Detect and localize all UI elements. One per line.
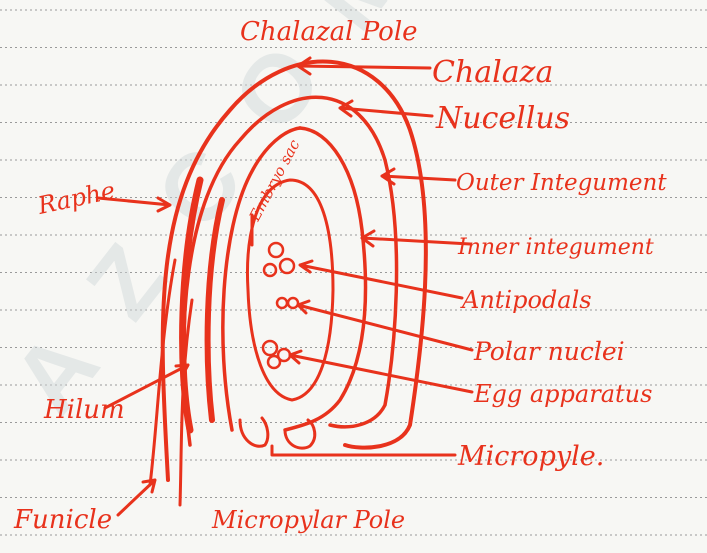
- label-chalazal-pole: Chalazal Pole: [240, 17, 418, 47]
- arrow-egg-apparatus: [290, 351, 472, 392]
- label-chalaza: Chalaza: [432, 55, 553, 90]
- arrow-inner-integument: [362, 231, 470, 246]
- arrow-antipodals: [300, 261, 462, 298]
- label-raphe: Raphe: [34, 176, 117, 220]
- polar-nucleus-1: [277, 298, 287, 308]
- antipodal-cell-1: [269, 243, 283, 257]
- label-micropylar-pole: Micropylar Pole: [211, 506, 405, 534]
- arrow-polar-nuclei: [298, 301, 472, 350]
- arrow-nucellus: [340, 101, 432, 116]
- micropyle-left-tip: [240, 418, 268, 446]
- arrow-funicle: [118, 480, 155, 515]
- polar-nucleus-2: [288, 298, 298, 308]
- antipodal-cell-3: [264, 264, 276, 276]
- label-micropyle: Micropyle.: [457, 441, 604, 472]
- antipodal-cell-2: [280, 259, 294, 273]
- synergid-2: [268, 356, 280, 368]
- label-egg-apparatus: Egg apparatus: [473, 380, 652, 408]
- label-nucellus: Nucellus: [435, 101, 570, 136]
- label-hilum: Hilum: [43, 395, 125, 425]
- label-polar-nuclei: Polar nuclei: [473, 337, 625, 366]
- label-funicle: Funicle: [13, 505, 112, 535]
- label-inner-integument: Inner integument: [457, 235, 654, 260]
- label-outer-integument: Outer Integument: [456, 170, 667, 196]
- label-antipodals: Antipodals: [460, 286, 592, 314]
